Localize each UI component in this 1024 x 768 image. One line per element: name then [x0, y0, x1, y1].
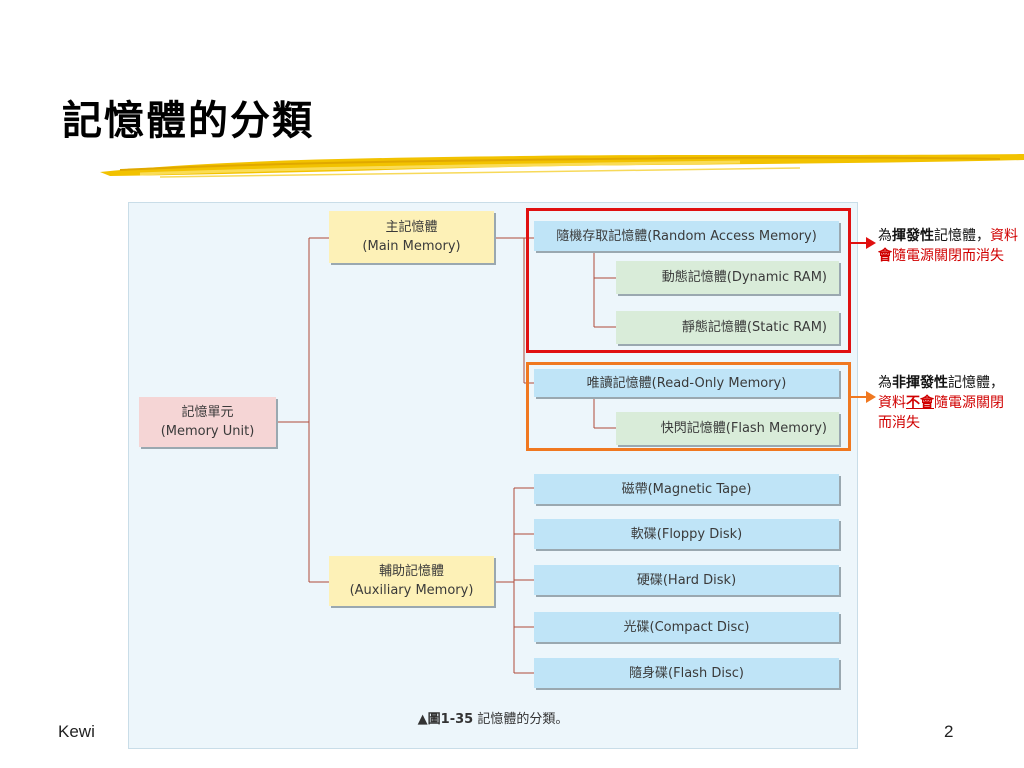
- node-floppy-disk: 軟碟(Floppy Disk): [534, 519, 839, 549]
- tree-connector-lines: [276, 237, 616, 674]
- node-auxiliary-memory-en: (Auxiliary Memory): [349, 583, 474, 598]
- nonvolatile-note-c: 記憶體，: [948, 375, 1004, 391]
- node-main-memory-en: (Main Memory): [362, 239, 461, 254]
- nonvolatile-note-f: 隨電源關閉而消失: [878, 395, 1004, 431]
- node-sram-label: 靜態記憶體(Static RAM): [681, 320, 827, 335]
- slide-title: 記憶體的分類: [62, 97, 314, 144]
- volatile-arrow-icon: [849, 237, 876, 249]
- node-magnetic-tape-label: 磁帶(Magnetic Tape): [621, 481, 752, 497]
- nonvolatile-note-d: 資料: [878, 395, 906, 411]
- node-flash-disc: 隨身碟(Flash Disc): [534, 658, 839, 688]
- nonvolatile-arrow-icon: [849, 391, 876, 403]
- node-memory-unit-en: (Memory Unit): [160, 424, 255, 439]
- node-dram-label: 動態記憶體(Dynamic RAM): [661, 270, 827, 285]
- volatile-note: 為揮發性記憶體，資料會隨電源關閉而消失: [878, 226, 1024, 266]
- nonvolatile-note-emphasis: 不會: [906, 395, 934, 411]
- volatile-note-keyword: 揮發性: [892, 228, 934, 244]
- nonvolatile-note: 為非揮發性記憶體， 資料不會隨電源關閉而消失: [878, 373, 1012, 433]
- figure-caption-text: 記憶體的分類。: [473, 712, 569, 727]
- brush-stroke-decoration: [100, 154, 1024, 178]
- node-static-ram: 靜態記憶體(Static RAM): [616, 311, 839, 344]
- page-number: 2: [944, 722, 954, 741]
- footer-author: Kewi: [58, 722, 95, 741]
- nonvolatile-note-a: 為: [878, 375, 892, 391]
- node-dynamic-ram: 動態記憶體(Dynamic RAM): [616, 261, 839, 294]
- volatile-note-d: 資料: [990, 228, 1018, 244]
- node-main-memory-zh: 主記憶體: [385, 220, 438, 235]
- node-read-only-memory: 唯讀記憶體(Read-Only Memory): [534, 369, 839, 397]
- node-rom-label: 唯讀記憶體(Read-Only Memory): [586, 375, 787, 391]
- volatile-note-a: 為: [878, 228, 892, 244]
- node-ram-label: 隨機存取記憶體(Random Access Memory): [556, 228, 817, 244]
- volatile-note-emphasis: 會: [878, 248, 892, 264]
- node-auxiliary-memory: 輔助記憶體 (Auxiliary Memory): [329, 556, 494, 606]
- memory-classification-figure: 記憶單元 (Memory Unit) 主記憶體 (Main Memory) 輔助…: [128, 202, 858, 749]
- node-memory-unit: 記憶單元 (Memory Unit): [139, 397, 276, 447]
- node-hard-disk-label: 硬碟(Hard Disk): [636, 572, 737, 588]
- node-random-access-memory: 隨機存取記憶體(Random Access Memory): [534, 221, 839, 251]
- figure-caption-number: ▲圖1-35: [417, 712, 474, 727]
- figure-caption: ▲圖1-35 記憶體的分類。: [129, 708, 857, 727]
- volatile-note-f: 隨電源關閉而消失: [892, 248, 1004, 264]
- node-hard-disk: 硬碟(Hard Disk): [534, 565, 839, 595]
- volatile-note-c: 記憶體，: [934, 228, 990, 244]
- node-compact-disc-label: 光碟(Compact Disc): [623, 619, 750, 635]
- node-compact-disc: 光碟(Compact Disc): [534, 612, 839, 642]
- node-floppy-disk-label: 軟碟(Floppy Disk): [630, 526, 743, 542]
- node-flash-memory: 快閃記憶體(Flash Memory): [616, 412, 839, 445]
- nonvolatile-highlight-frame: [526, 362, 851, 451]
- node-auxiliary-memory-zh: 輔助記憶體: [378, 564, 444, 579]
- node-magnetic-tape: 磁帶(Magnetic Tape): [534, 474, 839, 504]
- node-flash-disc-label: 隨身碟(Flash Disc): [629, 665, 744, 681]
- nonvolatile-note-keyword: 非揮發性: [892, 375, 948, 391]
- volatile-highlight-frame: [526, 208, 851, 353]
- node-memory-unit-zh: 記憶單元: [181, 405, 234, 420]
- node-main-memory: 主記憶體 (Main Memory): [329, 211, 494, 263]
- node-flash-label: 快閃記憶體(Flash Memory): [660, 421, 827, 436]
